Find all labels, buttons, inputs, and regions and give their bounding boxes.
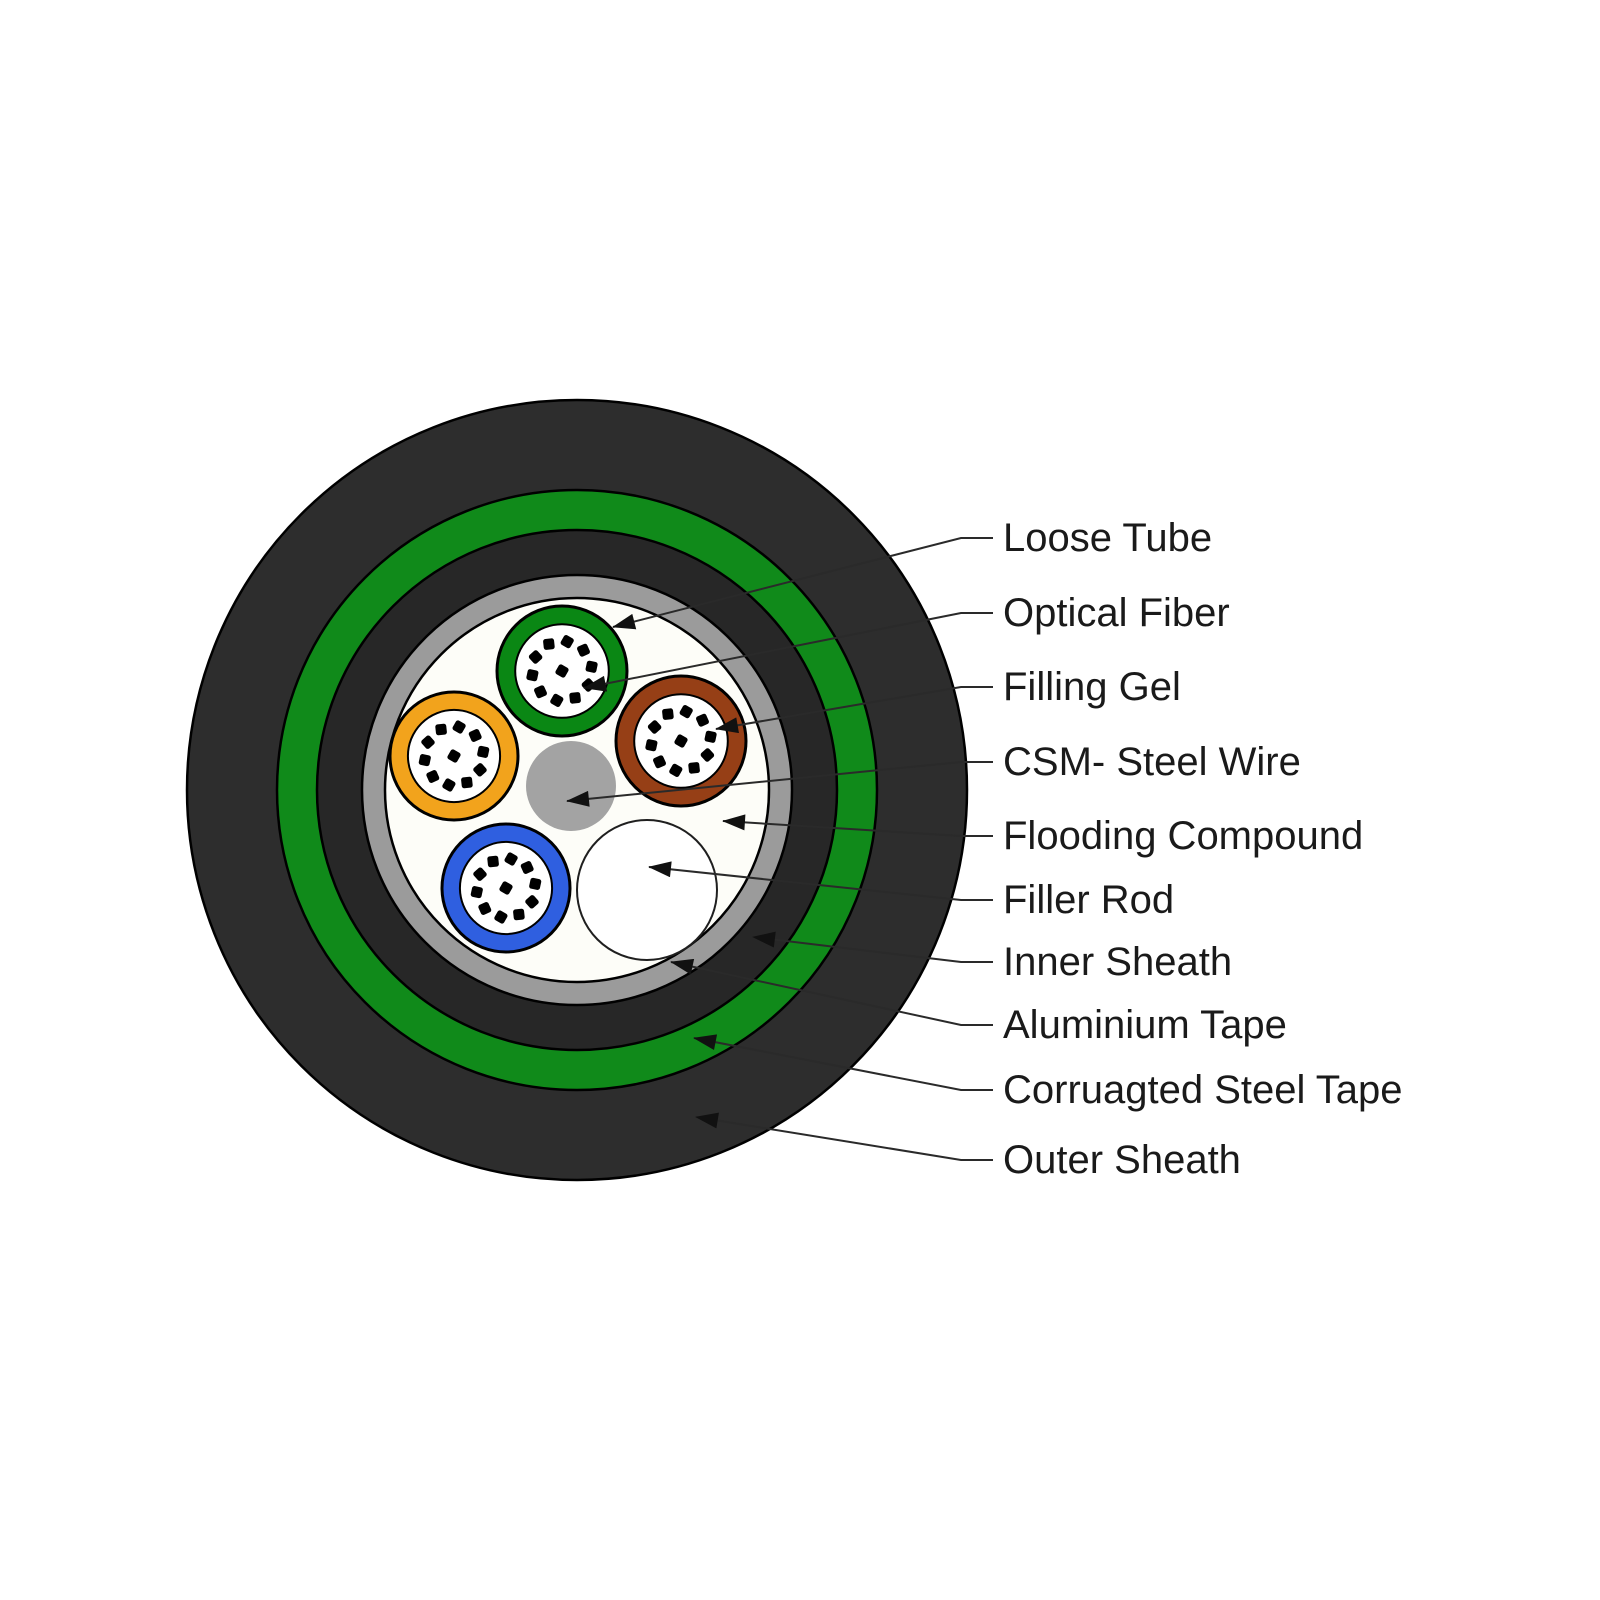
optical-fiber-dot — [452, 720, 466, 734]
label-optical-fiber: Optical Fiber — [1003, 591, 1230, 635]
label-inner-sheath: Inner Sheath — [1003, 940, 1232, 984]
optical-fiber-dot — [520, 861, 534, 874]
optical-fiber-dot — [426, 770, 440, 783]
optical-fiber-dot — [529, 877, 542, 890]
leader-loose-tube — [612, 537, 993, 630]
optical-fiber-dot — [473, 867, 487, 881]
optical-fiber-dot — [525, 895, 539, 909]
optical-fiber-dot — [442, 778, 456, 792]
optical-fiber-dot — [461, 776, 473, 789]
optical-fiber-dot — [478, 902, 492, 915]
optical-fiber-dot — [435, 723, 447, 736]
optical-fiber-dot-center — [447, 749, 461, 763]
label-aluminium-tape: Aluminium Tape — [1003, 1003, 1287, 1047]
loose-tube-green — [495, 604, 629, 738]
optical-fiber-dot — [534, 685, 547, 699]
leader-filler-rod — [648, 861, 993, 901]
optical-fiber-dot — [585, 660, 598, 673]
optical-fiber-dot — [513, 908, 525, 921]
csm-steel-wire-circle — [526, 741, 616, 831]
label-corruagted-steel-tape: Corruagted Steel Tape — [1003, 1068, 1403, 1112]
leader-corruagted-steel-tape — [693, 1034, 993, 1091]
optical-fiber-dot — [662, 708, 674, 720]
label-outer-sheath: Outer Sheath — [1003, 1138, 1241, 1182]
label-filler-rod: Filler Rod — [1003, 878, 1174, 922]
optical-fiber-dot — [526, 669, 539, 682]
leader-lines — [566, 537, 993, 1161]
filler-rod-circle — [576, 819, 718, 961]
optical-fiber-dot — [421, 735, 435, 749]
core-elements — [388, 604, 748, 961]
optical-fiber-dot — [645, 739, 658, 752]
loose-tube-brown — [614, 674, 748, 808]
loose-tube-orange — [388, 690, 520, 822]
optical-fiber-dot — [504, 852, 518, 866]
leader-inner-sheath — [752, 931, 993, 963]
leader-outer-sheath — [695, 1112, 993, 1161]
label-loose-tube: Loose Tube — [1003, 516, 1212, 560]
optical-fiber-dot — [577, 643, 590, 657]
leader-filling-gel — [715, 686, 993, 734]
optical-fiber-dot — [700, 748, 715, 762]
label-csm-steel-wire: CSM- Steel Wire — [1003, 740, 1301, 784]
label-filling-gel: Filling Gel — [1003, 665, 1181, 709]
loose-tube-green-optical-fiber-dots — [526, 635, 598, 707]
optical-fiber-dot — [647, 720, 662, 734]
optical-fiber-dot — [704, 730, 717, 743]
loose-tube-blue-optical-fiber-dots — [470, 852, 542, 924]
optical-fiber-dot — [688, 762, 700, 774]
optical-fiber-dot-center — [555, 664, 569, 678]
optical-fiber-dot-center — [674, 734, 688, 748]
optical-fiber-dot — [494, 910, 508, 924]
optical-fiber-dot — [528, 650, 543, 664]
leader-aluminium-tape — [670, 958, 993, 1026]
optical-fiber-dot — [560, 635, 574, 649]
leader-optical-fiber — [583, 612, 993, 692]
optical-fiber-dot — [653, 755, 666, 769]
label-flooding-compound: Flooding Compound — [1003, 814, 1363, 858]
optical-fiber-dot — [470, 886, 483, 899]
optical-fiber-dot — [477, 745, 490, 758]
optical-fiber-dot — [418, 754, 431, 767]
loose-tube-brown-optical-fiber-dots — [645, 705, 717, 777]
optical-fiber-dot — [696, 713, 709, 727]
leader-csm-steel-wire — [566, 761, 993, 807]
optical-fiber-dot — [569, 692, 581, 704]
optical-fiber-dot — [468, 729, 482, 742]
optical-fiber-dot — [550, 693, 564, 707]
leader-flooding-compound — [722, 814, 993, 837]
optical-fiber-dot-center — [499, 881, 513, 895]
loose-tube-orange-optical-fiber-dots — [418, 720, 490, 792]
optical-fiber-dot — [679, 705, 693, 719]
optical-fiber-dot — [543, 638, 555, 650]
optical-fiber-dot — [473, 763, 487, 777]
optical-fiber-dot — [669, 763, 683, 777]
loose-tube-blue — [440, 822, 572, 954]
optical-fiber-dot — [487, 855, 499, 868]
